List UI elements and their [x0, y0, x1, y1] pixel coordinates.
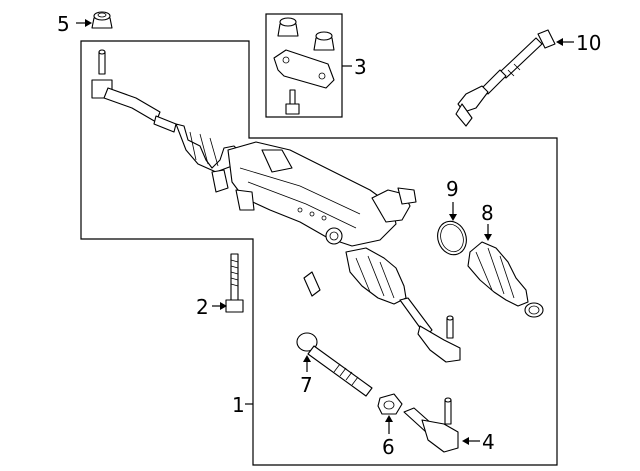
callout-5: 5 [57, 12, 70, 36]
callout-7: 7 [300, 373, 313, 397]
inner-tie-rod-part-7 [296, 332, 373, 397]
nut-part-5 [91, 11, 113, 29]
callout-8: 8 [481, 201, 494, 225]
callout-6: 6 [382, 435, 395, 459]
callout-2: 2 [196, 295, 209, 319]
clamp-part-9 [437, 220, 467, 256]
outer-tie-rod-right-assembled [399, 297, 461, 363]
outer-tie-rod-part-4 [403, 397, 459, 453]
callout-1: 1 [232, 393, 245, 417]
leader-lines [76, 19, 574, 445]
bracket-part-3 [273, 17, 335, 115]
intermediate-shaft-part-10 [455, 29, 556, 127]
callout-10: 10 [576, 31, 601, 55]
rack-housing [175, 123, 417, 305]
outer-tie-rod-left [91, 49, 177, 133]
callout-9: 9 [446, 177, 459, 201]
boot-part-8 [467, 241, 544, 318]
assembly-outline [80, 40, 558, 466]
bolt-part-2 [225, 253, 244, 313]
nut-part-6 [377, 393, 403, 415]
callout-3: 3 [354, 55, 367, 79]
callout-4: 4 [482, 430, 495, 454]
